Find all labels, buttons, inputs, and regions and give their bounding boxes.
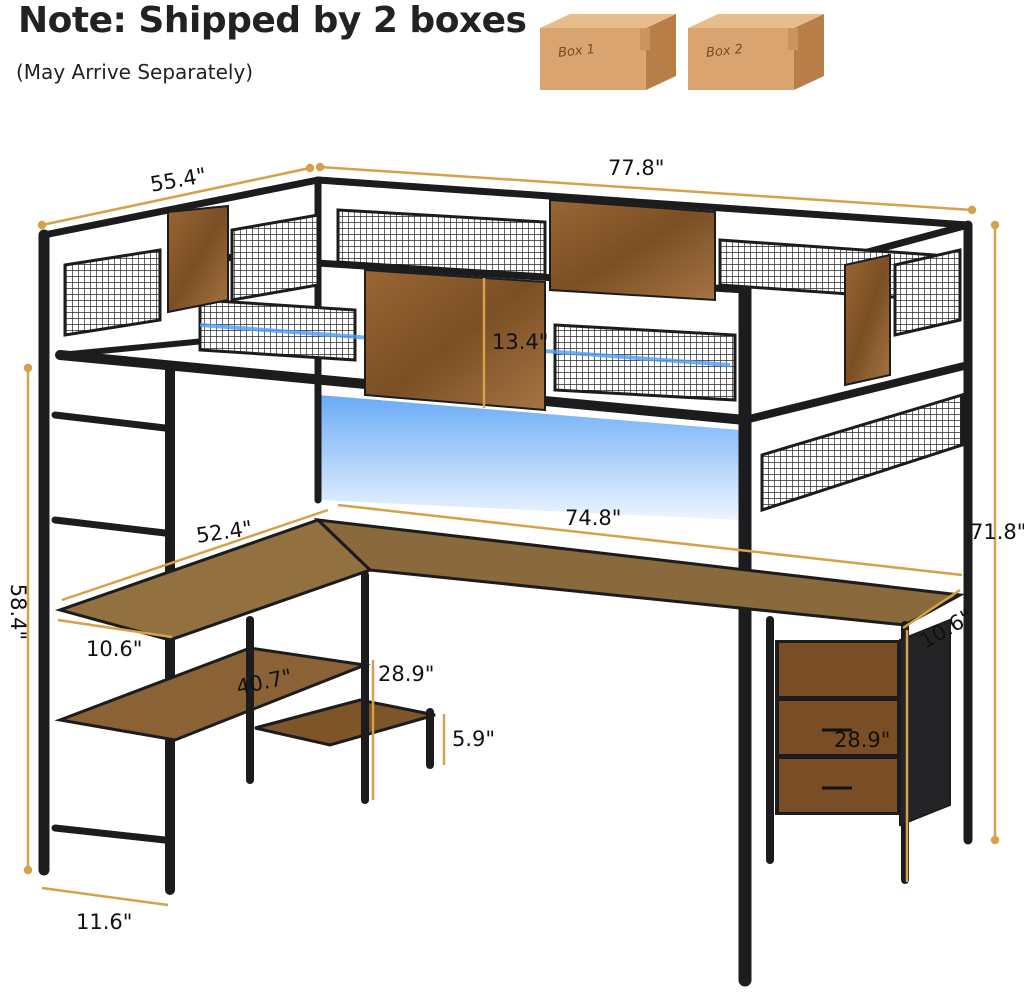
arrow-cabinet-width <box>902 588 961 630</box>
dim-desk-main-length: 74.8" <box>565 506 622 530</box>
arrow-bed-depth <box>41 166 311 227</box>
wood-panel-left <box>167 204 229 314</box>
arrow-ladder-width <box>41 886 169 907</box>
dim-step-height: 5.9" <box>452 727 496 751</box>
box-icon <box>540 14 676 90</box>
shipping-box-1: Box 1 <box>536 6 682 92</box>
ladder-rung <box>51 516 169 537</box>
dim-cabinet-height: 28.9" <box>834 728 891 752</box>
dimension-arrows <box>23 162 1000 907</box>
bed-base-right <box>741 361 972 424</box>
note-title: Note: Shipped by 2 boxes <box>18 0 527 41</box>
dim-shelf-height: 28.9" <box>378 662 435 686</box>
ladder-rung <box>51 411 169 432</box>
dim-desk-side-width: 10.6" <box>86 637 143 661</box>
desk-step <box>254 698 436 747</box>
dim-under-height: 58.4" <box>6 583 31 641</box>
desk-side-top <box>54 518 373 642</box>
desk-main-top <box>313 517 965 627</box>
arrow-desk-width <box>57 618 173 639</box>
mesh-left <box>63 248 162 337</box>
mesh-front-right <box>553 323 737 402</box>
ladder-rung <box>51 824 169 844</box>
rail-back-top <box>314 176 972 229</box>
mesh-under-right <box>760 392 964 513</box>
dim-ladder-width: 11.6" <box>76 910 133 934</box>
arrow-desk-main <box>337 503 963 577</box>
drawer-cabinet <box>775 618 951 827</box>
dim-bed-length: 77.8" <box>608 156 665 180</box>
wood-panel-right <box>844 253 891 387</box>
box-icon <box>688 14 824 90</box>
rail-left-top <box>40 176 322 239</box>
wood-panel-back <box>549 198 716 302</box>
mesh-right <box>893 248 962 337</box>
dim-total-height: 71.8" <box>970 520 1024 544</box>
mesh-left-2 <box>230 213 320 302</box>
shipping-box-2: Box 2 <box>684 6 830 92</box>
arrow-desk-side <box>61 508 329 602</box>
note-subtitle: (May Arrive Separately) <box>16 60 254 84</box>
dim-guardrail-height: 13.4" <box>492 330 549 354</box>
mesh-back <box>336 208 547 277</box>
led-glow <box>318 395 740 520</box>
arrow-bed-length <box>319 165 973 212</box>
